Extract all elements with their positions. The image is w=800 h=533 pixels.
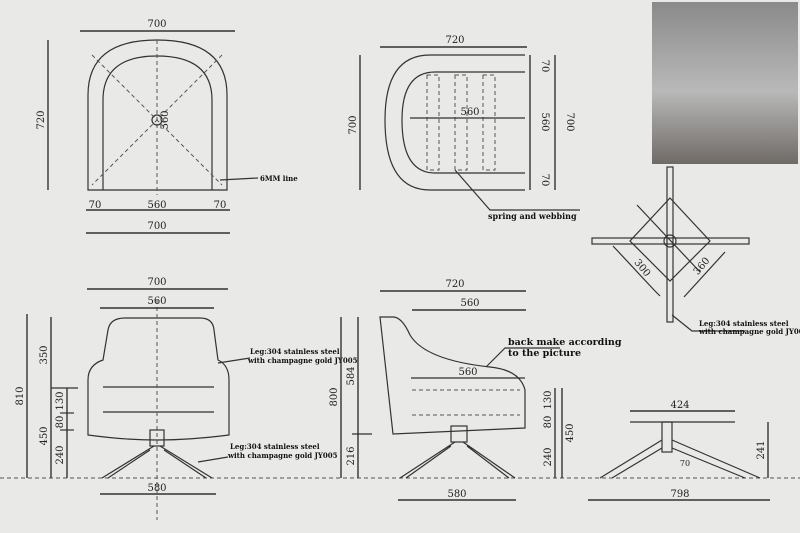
dim-label: 700 (348, 115, 359, 134)
dim-label: 700 (147, 19, 166, 30)
dim-label: 240 (543, 447, 554, 466)
dim-label: 130 (543, 390, 554, 409)
dim-label: 424 (670, 400, 689, 411)
dim-label: 560 (147, 200, 166, 211)
callout-note: Leg:304 stainless steel (699, 319, 789, 328)
callout-note: to the picture (508, 348, 581, 359)
dim-label: 560 (147, 296, 166, 307)
callout-note: back make according (508, 337, 622, 348)
dim-label: 80 (55, 416, 66, 429)
dim-label: 216 (346, 446, 357, 465)
dim-label: 450 (39, 426, 50, 445)
chair-photo (652, 2, 798, 164)
dim-label: 584 (346, 366, 357, 385)
top-view-right: 720 700 560 70 560 70 700 spring and web… (348, 35, 580, 221)
dim-label: 560 (539, 112, 550, 131)
dim-label: 700 (147, 221, 166, 232)
dim-label: 70 (89, 200, 102, 211)
callout-note: with champagne gold JY005 (247, 356, 358, 365)
side-view: 720 560 800 584 216 560 130 80 240 450 5… (329, 279, 622, 501)
dim-label: 360 (692, 256, 713, 278)
callout-note: 6MM line (260, 174, 298, 183)
dim-label: 720 (36, 110, 47, 129)
dim-label: 810 (15, 386, 26, 405)
dim-label: 800 (329, 387, 340, 406)
dim-label: 580 (147, 483, 166, 494)
dim-label: 240 (55, 445, 66, 464)
front-view: 700 560 810 350 450 130 80 240 580 Leg:3… (15, 277, 358, 520)
top-view-left: 700 720 560 6MM line 70 560 70 700 (36, 19, 298, 234)
dim-label: 80 (543, 416, 554, 429)
base-side-view: 424 241 70 798 (588, 400, 770, 501)
dim-label: 350 (39, 345, 50, 364)
callout-note: with champagne gold JY005 (698, 327, 800, 336)
dim-label: 560 (460, 298, 479, 309)
dim-label: 450 (565, 423, 576, 442)
dim-label: 241 (756, 440, 767, 459)
dim-label: 560 (160, 110, 171, 129)
callout-note: with champagne gold JY005 (227, 451, 338, 460)
dim-label: 70 (680, 459, 690, 468)
dim-label: 700 (147, 277, 166, 288)
callout-note: Leg:304 stainless steel (230, 442, 320, 451)
dim-label: 798 (670, 489, 689, 500)
dim-label: 130 (55, 391, 66, 410)
base-top-view: 300 360 Leg:304 stainless steel with cha… (591, 166, 800, 336)
dim-label: 720 (445, 35, 464, 46)
callout-note: spring and webbing (488, 211, 577, 221)
dim-label: 580 (447, 489, 466, 500)
callout-note: Leg:304 stainless steel (250, 347, 340, 356)
dim-label: 700 (564, 112, 575, 131)
dim-label: 720 (445, 279, 464, 290)
dim-label: 70 (214, 200, 227, 211)
dim-label: 70 (539, 60, 550, 73)
dim-label: 560 (458, 367, 477, 378)
dim-label: 70 (539, 174, 550, 187)
dim-label: 560 (460, 107, 479, 118)
